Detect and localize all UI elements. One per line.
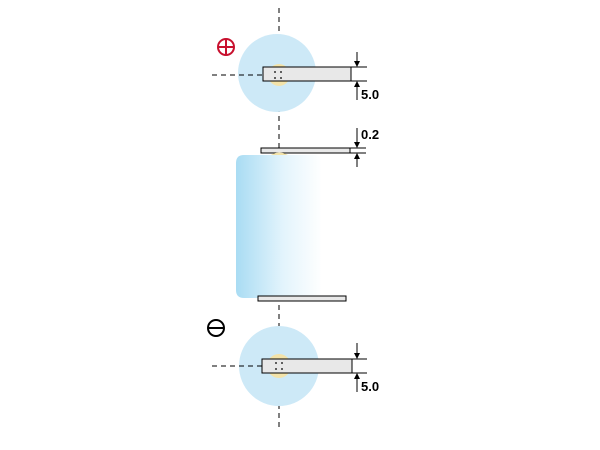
positive-terminal-symbol <box>217 38 235 56</box>
top-tab-thickness-label: 5.0 <box>361 87 379 102</box>
side-top-tab <box>260 147 351 154</box>
bottom-dim-arrowhead-down <box>354 353 360 359</box>
top-weld-dots <box>274 71 282 79</box>
side-bottom-tab <box>257 295 347 302</box>
top-dim-arrowhead-up <box>354 81 360 87</box>
tab-gap-label: 0.2 <box>361 127 379 142</box>
mid-dim-arrowhead-up <box>354 153 360 159</box>
bottom-dim-arrowhead-up <box>354 373 360 379</box>
bottom-tab-strip <box>261 358 353 374</box>
top-view <box>212 34 367 112</box>
top-tab-strip <box>262 66 352 82</box>
negative-terminal-symbol <box>207 319 225 337</box>
side-cell-body <box>236 155 322 298</box>
top-dim-arrowhead-down <box>354 61 360 67</box>
bottom-view <box>212 326 367 406</box>
mid-dim-arrowhead-down <box>354 142 360 148</box>
bottom-tab-thickness-label: 5.0 <box>361 379 379 394</box>
side-view <box>236 128 366 302</box>
bottom-weld-dots <box>275 362 283 370</box>
